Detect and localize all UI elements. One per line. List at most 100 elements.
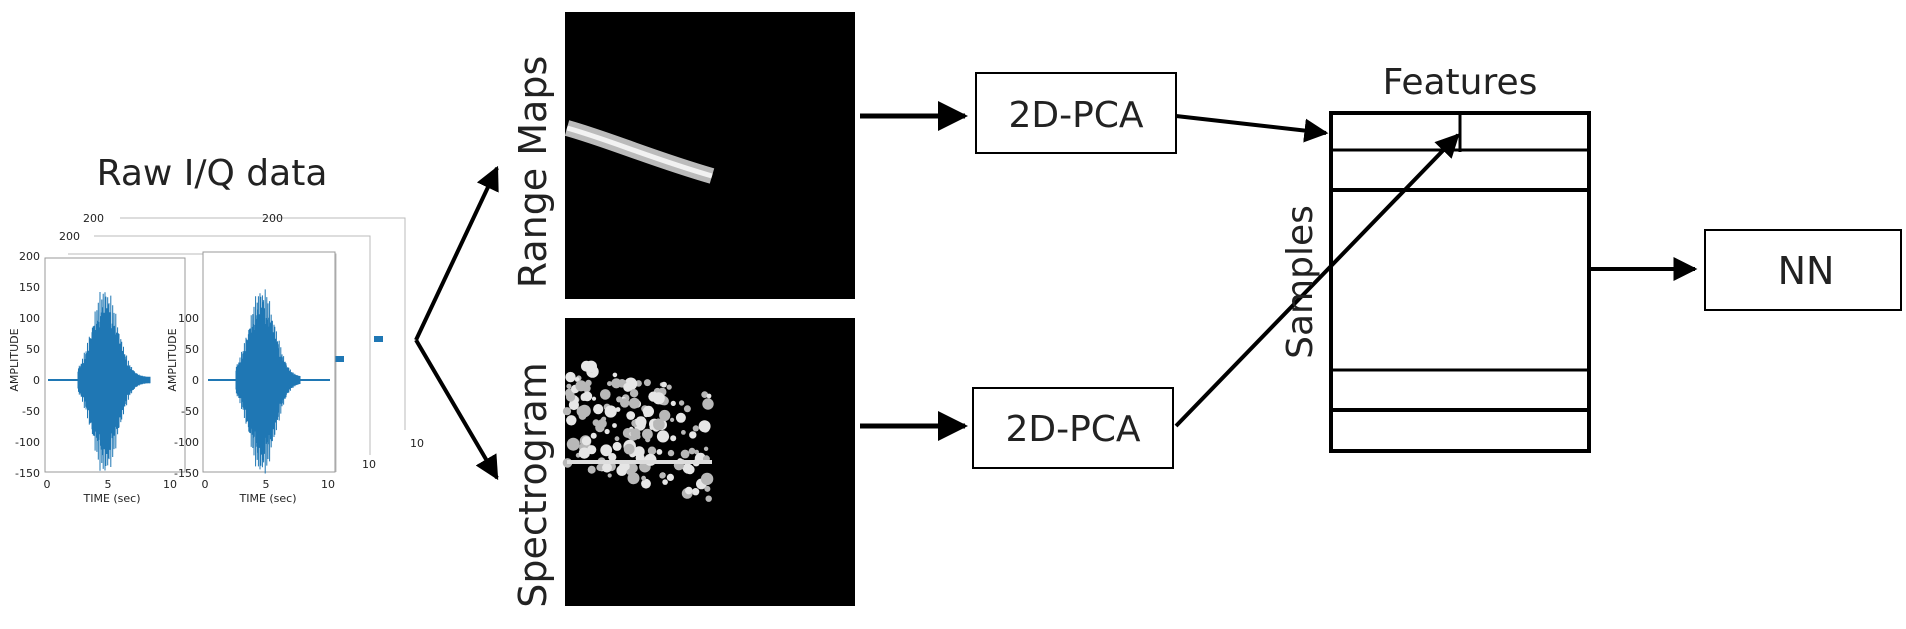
spectrogram-speckle xyxy=(642,405,655,417)
back-top-tick-1: 200 xyxy=(83,212,104,225)
spectrogram-speckle xyxy=(607,381,612,387)
svg-text:-50: -50 xyxy=(22,405,40,418)
spectrogram-speckle xyxy=(620,398,630,408)
spectrogram-speckle xyxy=(590,432,597,439)
x-axis-label-second: TIME (sec) xyxy=(238,492,296,505)
spectrogram-speckle xyxy=(574,377,580,382)
pca-box-top: 2D-PCA xyxy=(975,72,1177,154)
spectrogram-speckle xyxy=(628,463,637,471)
samples-label: Samples xyxy=(1280,205,1321,359)
spectrogram-speckle xyxy=(643,379,651,387)
spectrogram-speckle xyxy=(701,391,709,398)
spectrogram-speckle xyxy=(629,389,639,398)
spectrogram-speckle xyxy=(585,379,592,387)
svg-text:150: 150 xyxy=(19,281,40,294)
svg-text:0: 0 xyxy=(44,478,51,491)
spectrogram-speckle xyxy=(681,430,686,435)
spectrogram-speckle xyxy=(704,485,711,492)
x-ticks-front: 0 5 10 xyxy=(44,478,178,491)
spectrogram-speckle xyxy=(635,416,647,428)
spectrogram-speckle xyxy=(612,372,618,378)
spectrogram-speckle xyxy=(666,384,672,390)
spectrogram-speckle xyxy=(562,407,572,416)
range-map-image xyxy=(564,12,855,299)
spectrogram-speckle xyxy=(630,428,641,439)
spectrogram-speckle xyxy=(659,409,671,422)
range-maps-label: Range Maps xyxy=(511,56,555,289)
features-label: Features xyxy=(1383,62,1538,103)
spectrogram-speckle xyxy=(565,371,576,383)
spectrogram-speckle xyxy=(642,428,653,440)
spectrogram-speckle xyxy=(611,378,622,389)
spectrogram-speckle xyxy=(581,360,592,372)
spectrogram-speckle xyxy=(608,453,617,462)
spectrogram-speckle xyxy=(595,422,605,433)
pca-output-arrows xyxy=(1174,114,1460,428)
svg-text:10: 10 xyxy=(321,478,335,491)
spectrogram-speckle xyxy=(626,411,636,420)
x-ticks-second: 0 5 10 xyxy=(202,478,336,491)
spectrogram-speckle xyxy=(604,428,610,435)
spectrogram-speckle xyxy=(578,447,590,459)
spectrogram-speckle xyxy=(628,397,640,409)
spectrogram-speckle xyxy=(607,473,612,478)
back-top-tick-3: 200 xyxy=(262,212,283,225)
spectrogram-speckle xyxy=(591,396,597,401)
spectrogram-speckle xyxy=(600,444,613,457)
svg-text:50: 50 xyxy=(26,343,40,356)
svg-text:-100: -100 xyxy=(174,436,199,449)
spectrogram-speckle xyxy=(612,423,617,428)
svg-text:NN: NN xyxy=(1778,249,1835,293)
spectrogram-speckle xyxy=(661,381,667,388)
spectrogram-speckle xyxy=(593,404,604,415)
x-axis-label-front: TIME (sec) xyxy=(82,492,140,505)
raw-iq-title: Raw I/Q data xyxy=(97,153,328,194)
back-right-tick-1: 10 xyxy=(410,437,424,450)
spectrogram-speckle xyxy=(656,430,670,443)
back-right-tick-2: 10 xyxy=(362,458,376,471)
spectrogram-speckle xyxy=(683,405,691,413)
spectrogram-speckle xyxy=(662,479,668,485)
spectrogram-speckle xyxy=(615,407,621,412)
spectrogram-speckle xyxy=(670,417,675,422)
spectrogram-speckle xyxy=(587,465,596,474)
spectrogram-speckle xyxy=(566,383,572,389)
raw-iq-plot-stack: 200 200 200 10 10 AMPLITUDE AMPLITUDE 20… xyxy=(8,212,424,505)
spectrogram-speckle xyxy=(688,447,696,455)
svg-text:50: 50 xyxy=(185,343,199,356)
spectrogram-image xyxy=(562,318,855,606)
svg-text:2D-PCA: 2D-PCA xyxy=(1005,409,1140,450)
spectrogram-speckle xyxy=(566,437,580,451)
spectrogram-speckle xyxy=(596,463,604,472)
pca-box-bottom: 2D-PCA xyxy=(972,387,1174,469)
spectrogram-speckle xyxy=(667,449,675,457)
spectrogram-speckle xyxy=(685,486,693,495)
spectrogram-speckle xyxy=(623,443,635,455)
spectrogram-speckle xyxy=(670,435,677,442)
spectrogram-speckle xyxy=(705,495,712,502)
back-frame-1 xyxy=(68,253,337,472)
svg-text:5: 5 xyxy=(263,478,270,491)
pca-input-arrows xyxy=(860,101,968,441)
spectrogram-speckle xyxy=(653,418,665,431)
spectrogram-speckle xyxy=(627,472,640,485)
spectrogram-speckle xyxy=(647,446,657,455)
svg-text:-150: -150 xyxy=(174,467,199,480)
signal-waveform-front xyxy=(77,291,151,471)
signal-waveform-second xyxy=(235,289,301,474)
spectrogram-speckle xyxy=(702,398,714,410)
spectrogram-speckle xyxy=(659,472,666,479)
svg-text:-50: -50 xyxy=(181,405,199,418)
spectrogram-speckle xyxy=(566,415,577,426)
spectrogram-speckle xyxy=(678,400,685,406)
spectrogram-speckle xyxy=(706,393,712,399)
spectrogram-speckle xyxy=(612,441,622,451)
spectrogram-speckle xyxy=(652,392,665,405)
spectrogram-speckle xyxy=(602,462,612,473)
spectrogram-speckle xyxy=(656,449,663,455)
svg-text:200: 200 xyxy=(19,250,40,263)
back-signal-marker-2 xyxy=(374,336,383,342)
feature-matrix xyxy=(1329,111,1591,453)
spectrogram-speckle xyxy=(698,420,711,433)
